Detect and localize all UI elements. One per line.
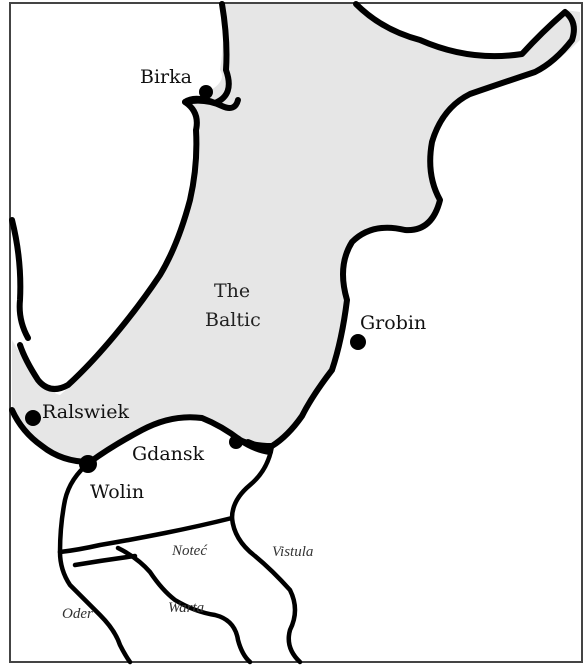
river-notec [57, 515, 235, 555]
coastline-scandinavia [17, 1, 232, 392]
river-warta [115, 545, 253, 665]
town-marker-grobin [350, 334, 366, 350]
sea-label-line2: Baltic [205, 309, 261, 331]
town-label-wolin: Wolin [90, 481, 144, 503]
river-label-notec: Noteć [171, 543, 208, 559]
coastline-east [237, 1, 577, 449]
river-label-oder: Oder [62, 606, 93, 622]
town-marker-wolin [79, 455, 97, 473]
town-marker-ralswiek [25, 410, 41, 426]
river-tributary [72, 553, 138, 568]
town-label-ralswiek: Ralswiek [42, 401, 129, 423]
baltic-sea [12, 4, 580, 462]
river-vistula [229, 443, 303, 665]
sea-label-line1: The [214, 280, 250, 302]
town-label-grobin: Grobin [360, 312, 426, 334]
coastline-south [9, 407, 243, 465]
coastline-birka-inlet [182, 97, 241, 111]
town-marker-gdansk [229, 435, 243, 449]
town-label-gdansk: Gdansk [132, 443, 205, 465]
coastline-west-edge [9, 217, 31, 341]
river-label-vistula: Vistula [272, 544, 313, 560]
river-oder [57, 459, 133, 665]
town-marker-birka [199, 85, 213, 99]
town-label-birka: Birka [140, 66, 192, 88]
river-label-warta: Warta [168, 600, 204, 616]
